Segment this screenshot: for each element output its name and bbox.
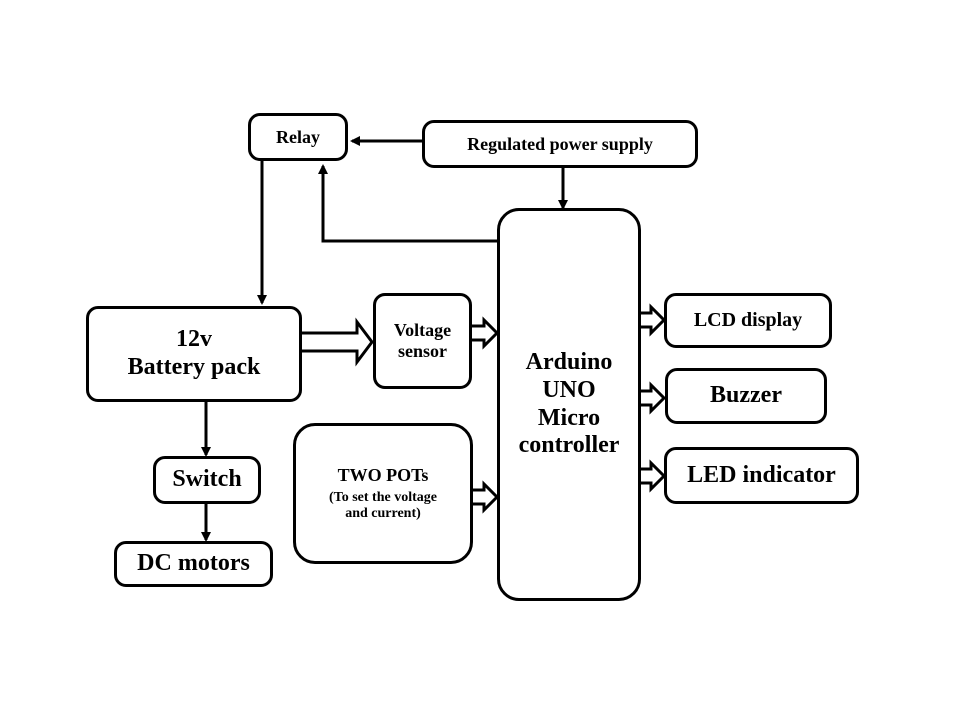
dc-motors-label: DC motors — [137, 550, 250, 577]
arduino-line1: Arduino — [525, 349, 613, 376]
arduino-to-led-fat-arrow — [641, 459, 667, 493]
arduino-to-relay-arrow — [318, 164, 498, 243]
pots-block: TWO POTs (To set the voltage and current… — [293, 423, 473, 564]
voltage-sensor-line1: Voltage — [393, 320, 452, 341]
arduino-line3: Micro — [537, 404, 601, 431]
arduino-to-buzzer-fat-arrow — [641, 381, 667, 415]
lcd-display-block: LCD display — [664, 293, 832, 348]
pots-subtitle-line2: and current) — [345, 505, 421, 521]
pots-subtitle-line1: (To set the voltage — [329, 489, 437, 505]
power-supply-block: Regulated power supply — [422, 120, 698, 168]
dc-motors-block: DC motors — [114, 541, 273, 587]
power-supply-label: Regulated power supply — [467, 133, 653, 154]
arduino-to-lcd-fat-arrow — [641, 303, 667, 337]
voltage-sensor-block: Voltage sensor — [373, 293, 472, 389]
sensor-to-arduino-fat-arrow — [472, 316, 500, 350]
lcd-display-label: LCD display — [693, 309, 803, 331]
arduino-line2: UNO — [542, 376, 596, 403]
voltage-sensor-line2: sensor — [398, 341, 447, 361]
arduino-line4: controller — [518, 432, 620, 459]
relay-label: Relay — [276, 126, 320, 147]
battery-to-sensor-fat-arrow — [302, 317, 374, 367]
battery-block: 12v Battery pack — [86, 306, 302, 402]
relay-block: Relay — [248, 113, 348, 161]
buzzer-label: Buzzer — [710, 382, 782, 409]
buzzer-block: Buzzer — [665, 368, 827, 424]
led-indicator-block: LED indicator — [664, 447, 859, 504]
pots-to-arduino-fat-arrow — [473, 480, 500, 514]
led-indicator-label: LED indicator — [687, 461, 836, 488]
pots-title: TWO POTs — [337, 465, 429, 486]
arduino-block: Arduino UNO Micro controller — [497, 208, 641, 601]
switch-label: Switch — [172, 466, 242, 493]
battery-voltage-label: 12v — [176, 326, 212, 353]
switch-block: Switch — [153, 456, 261, 504]
battery-name-label: Battery pack — [127, 354, 261, 380]
